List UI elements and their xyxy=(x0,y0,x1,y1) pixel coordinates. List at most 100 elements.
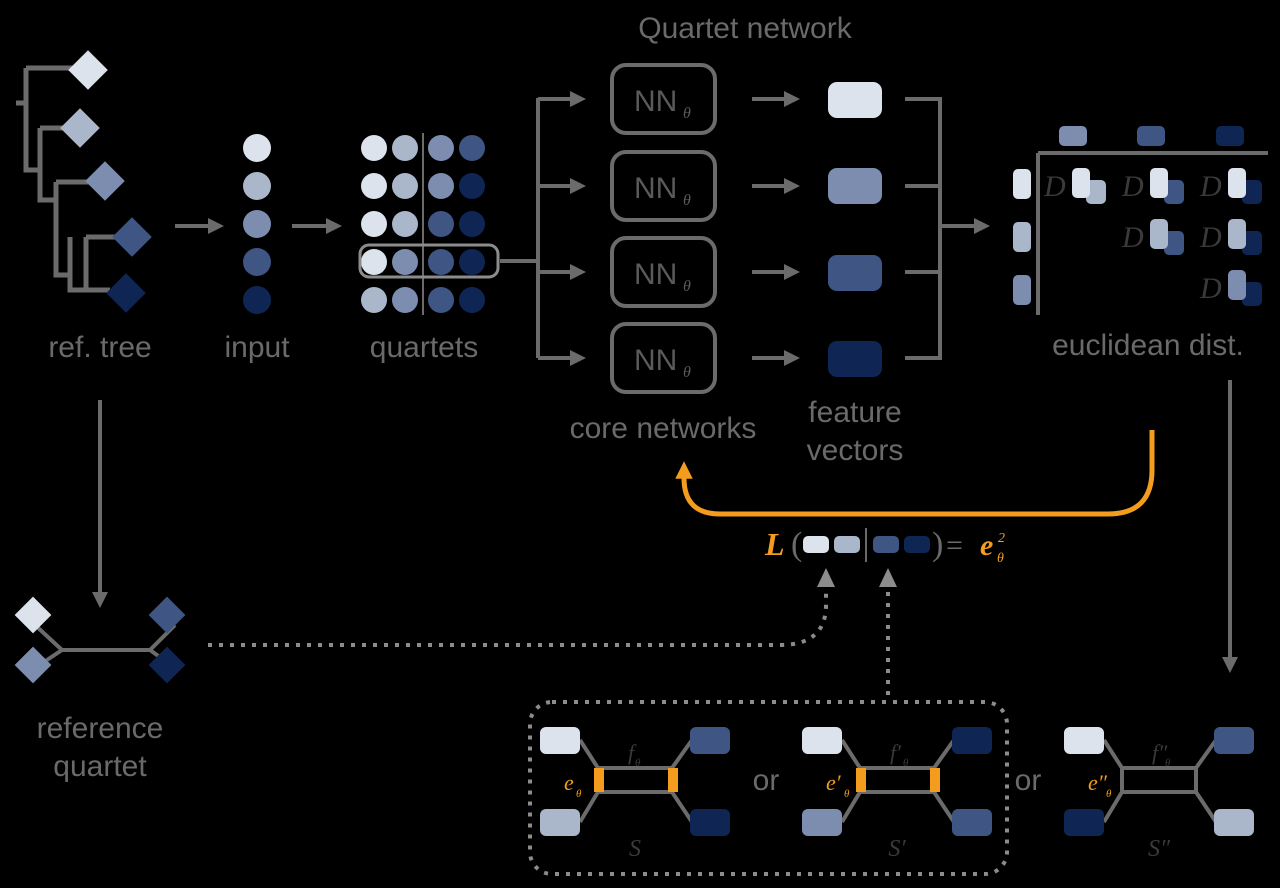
distance-cell: D xyxy=(1199,270,1262,306)
svg-text:(: ( xyxy=(791,526,802,563)
distance-cell: D xyxy=(1199,168,1262,204)
nn-subscript: θ xyxy=(683,192,691,209)
quartet-dot xyxy=(428,135,454,161)
dotted-arrowhead-1 xyxy=(817,568,835,587)
loss-expression: L ( ) = e 2 θ xyxy=(764,526,1005,566)
quartet-label: quartet xyxy=(53,750,147,783)
quartet-dot xyxy=(392,173,418,199)
topology-3: e″θf″θS″ xyxy=(1064,727,1254,862)
distance-cell: D xyxy=(1043,168,1106,204)
topology-S-label: S′ xyxy=(888,836,906,862)
quartet-dot xyxy=(361,173,387,199)
edge-label: e xyxy=(564,770,574,795)
quartet-dot xyxy=(392,211,418,237)
backprop-arrow xyxy=(675,430,1155,517)
distance-symbol: D xyxy=(1043,170,1066,203)
nn-core-box: NN θ xyxy=(610,150,717,222)
split-arrows xyxy=(538,91,586,366)
distance-cell: D xyxy=(1121,168,1184,204)
svg-text:=: = xyxy=(946,529,963,562)
vectors-label: vectors xyxy=(807,434,904,467)
reference-tree xyxy=(16,65,118,293)
quartet-dot xyxy=(428,287,454,313)
nn-core-box: NN θ xyxy=(610,322,717,394)
quartet-dot xyxy=(361,287,387,313)
quartet-dot xyxy=(428,249,454,275)
distance-cell: D xyxy=(1199,219,1262,255)
nn-subscript: θ xyxy=(683,278,691,295)
edge-subscript: θ xyxy=(1106,788,1112,800)
edge-subscript: θ xyxy=(576,788,582,800)
quartet-dot xyxy=(459,173,485,199)
svg-text:L: L xyxy=(764,526,785,562)
distance-symbol: D xyxy=(1199,170,1222,203)
quartet-dot xyxy=(392,249,418,275)
svg-text:): ) xyxy=(932,526,943,563)
quartet-network-title: Quartet network xyxy=(638,12,852,45)
quartet-dot xyxy=(392,287,418,313)
face-subscript: θ xyxy=(903,757,909,769)
core-networks-label: core networks xyxy=(570,412,757,445)
edge-label: e″ xyxy=(1088,770,1108,795)
quartet-dot xyxy=(428,173,454,199)
svg-text:2: 2 xyxy=(998,531,1005,546)
feature-label: feature xyxy=(808,396,901,429)
dotted-connectors xyxy=(208,585,890,695)
topology-S-label: S xyxy=(629,836,641,862)
face-subscript: θ xyxy=(635,757,641,769)
quartet-dot xyxy=(361,249,387,275)
quartet-dot xyxy=(428,211,454,237)
distance-cell: D xyxy=(1121,219,1184,255)
split-bracket xyxy=(500,98,540,358)
reference-label: reference xyxy=(37,712,164,745)
distance-symbol: D xyxy=(1199,221,1222,254)
face-label: f xyxy=(628,740,637,765)
quartet-dot xyxy=(361,135,387,161)
quartet-dot xyxy=(361,211,387,237)
face-label: f′ xyxy=(890,740,902,765)
input-label: input xyxy=(224,331,290,364)
edge-subscript: θ xyxy=(844,788,850,800)
face-label: f″ xyxy=(1152,740,1168,765)
feature-vectors xyxy=(828,82,882,377)
quartet-dot xyxy=(392,135,418,161)
quartet-dot xyxy=(459,135,485,161)
svg-text:θ: θ xyxy=(997,551,1004,566)
dotted-arrowhead-2 xyxy=(879,568,897,587)
nn-label: NN xyxy=(634,344,677,377)
face-subscript: θ xyxy=(1165,757,1171,769)
nn-label: NN xyxy=(634,258,677,291)
distance-matrix xyxy=(1013,126,1268,315)
nn-core-box: NN θ xyxy=(610,236,717,308)
quartet-dot xyxy=(459,249,485,275)
or-label-1: or xyxy=(753,764,780,797)
distance-symbol: D xyxy=(1121,221,1144,254)
euclidean-label: euclidean dist. xyxy=(1052,329,1244,362)
quartet-dot xyxy=(459,287,485,313)
nn-subscript: θ xyxy=(683,105,691,122)
edge-label: e′ xyxy=(826,770,842,795)
distance-symbol: D xyxy=(1199,272,1222,305)
distance-symbol: D xyxy=(1121,170,1144,203)
quartets-label: quartets xyxy=(370,331,478,364)
reference-quartet xyxy=(14,596,186,684)
nn-to-feature-arrows xyxy=(752,91,800,366)
selected-quartet-highlight xyxy=(358,243,500,279)
input-column xyxy=(243,134,271,314)
nn-subscript: θ xyxy=(683,364,691,381)
topology-2: e′θf′θS′ xyxy=(802,727,992,862)
quartets-grid xyxy=(361,133,485,315)
topology-S-label: S″ xyxy=(1148,836,1171,862)
or-label-2: or xyxy=(1015,764,1042,797)
ref-tree-label: ref. tree xyxy=(48,331,151,364)
quartet-dot xyxy=(459,211,485,237)
merge-bracket xyxy=(905,97,942,360)
nn-label: NN xyxy=(634,172,677,205)
candidate-topologies-box xyxy=(528,700,1009,876)
